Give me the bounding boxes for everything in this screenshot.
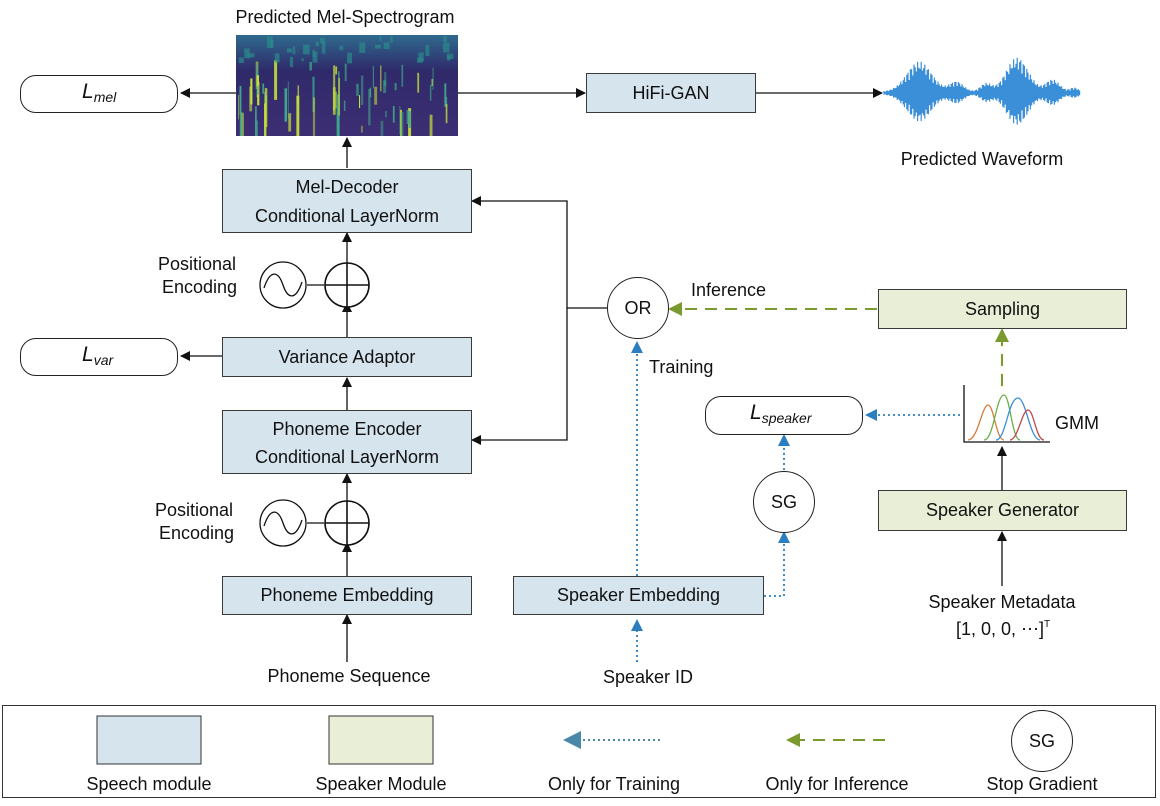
phoneme-embedding-box: Phoneme Embedding — [222, 576, 472, 615]
var-loss-subscript: var — [93, 352, 114, 368]
legend-only-training: Only for Training — [547, 774, 681, 794]
mel-loss-symbol: L — [82, 80, 94, 103]
metadata-vector: [1, 0, 0, ⋯]T — [956, 614, 1050, 640]
positional-encoding-bottom-line2: Encoding — [159, 523, 235, 543]
speaker-loss — [705, 396, 863, 435]
speaker-embedding-box: Speaker Embedding — [513, 576, 764, 615]
positional-encoding-icon-bottom — [259, 499, 307, 547]
adder-icon-bottom — [324, 500, 370, 546]
mel-spectrogram-image — [236, 35, 458, 136]
metadata-transpose: T — [1044, 619, 1051, 630]
mel-loss-label: Lmel — [82, 80, 116, 105]
var-loss-symbol: L — [82, 343, 94, 366]
gmm-plot-icon — [963, 385, 1050, 443]
legend-speech-module: Speech module — [86, 774, 212, 794]
speaker-generator-box: Speaker Generator — [878, 490, 1127, 531]
waveform-image — [883, 57, 1081, 125]
sg-node: SG — [753, 471, 815, 533]
speaker-loss-symbol: L — [750, 401, 762, 424]
positional-encoding-icon-top — [259, 261, 307, 309]
training-label: Training — [649, 357, 714, 377]
legend — [2, 705, 1156, 798]
legend-stop-gradient: Stop Gradient — [986, 774, 1098, 794]
mel-decoder-box: Mel-Decoder — [222, 169, 472, 233]
waveform-label: Predicted Waveform — [900, 149, 1064, 169]
spectrogram-label: Predicted Mel-Spectrogram — [235, 7, 455, 27]
var-loss-label: Lvar — [82, 343, 113, 368]
positional-encoding-bottom-line1: Positional — [155, 500, 234, 520]
positional-encoding-top-line2: Encoding — [162, 277, 238, 297]
or-node: OR — [607, 277, 669, 339]
phoneme-encoder-label: Phoneme Encoder — [272, 419, 422, 439]
hifigan-box: HiFi-GAN — [586, 73, 756, 113]
legend-speaker-module: Speaker Module — [315, 774, 447, 794]
mel-decoder-label: Mel-Decoder — [295, 177, 399, 197]
speaker-id-label: Speaker ID — [602, 667, 694, 687]
speaker-metadata-label: Speaker Metadata — [928, 592, 1076, 612]
metadata-vector-value: [1, 0, 0, ⋯] — [956, 619, 1045, 639]
adder-icon-top — [324, 262, 370, 308]
var-loss — [20, 338, 178, 376]
flow-arrows — [180, 88, 1007, 662]
inference-arrows — [668, 302, 1009, 386]
legend-sg-node: SG — [1011, 710, 1073, 772]
sampling-box: Sampling — [878, 289, 1127, 329]
gmm-label: GMM — [1055, 413, 1099, 433]
phoneme-sequence-label: Phoneme Sequence — [267, 666, 431, 686]
legend-icons — [96, 715, 885, 765]
positional-encoding-top-line1: Positional — [158, 254, 237, 274]
mel-loss — [20, 75, 178, 113]
mel-loss-subscript: mel — [93, 89, 117, 105]
encoder-layernorm-label: Conditional LayerNorm — [254, 447, 440, 467]
training-arrows — [631, 341, 960, 662]
decoder-layernorm-label: Conditional LayerNorm — [254, 206, 440, 226]
speaker-loss-subscript: speaker — [761, 410, 812, 426]
inference-label: Inference — [691, 280, 767, 300]
phoneme-encoder-box: Phoneme Encoder — [222, 410, 472, 474]
variance-adaptor-box: Variance Adaptor — [222, 337, 472, 377]
legend-only-inference: Only for Inference — [765, 774, 909, 794]
speaker-loss-label: Lspeaker — [750, 401, 812, 426]
